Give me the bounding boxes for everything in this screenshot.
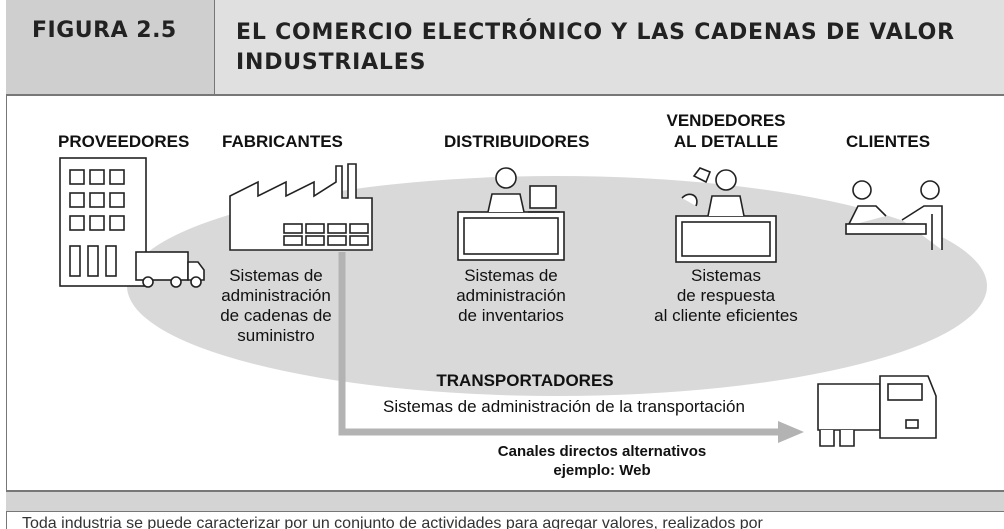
frame-left-border <box>6 0 7 529</box>
transport-arrow-head <box>778 421 804 443</box>
heading-clientes: CLIENTES <box>846 132 931 151</box>
customers-icon <box>845 180 943 250</box>
response-line-3: al cliente eficientes <box>654 306 798 325</box>
figure-label: FIGURA 2.5 <box>32 18 177 43</box>
channels-line-2: ejemplo: Web <box>553 462 651 479</box>
direct-channels-label: Canales directos alternativos ejemplo: W… <box>462 442 742 480</box>
building-icon <box>59 157 147 287</box>
inventory-line-3: de inventarios <box>458 306 564 325</box>
caption-divider-lower <box>6 511 1004 512</box>
heading-proveedores: PROVEEDORES <box>58 132 190 151</box>
heading-distribuidores: DISTRIBUIDORES <box>444 132 590 151</box>
heading-vendedores-line2: AL DETALLE <box>673 132 779 151</box>
inventory-line-2: administración <box>456 286 566 305</box>
supply-line-3: de cadenas de <box>220 306 332 325</box>
supply-line-1: Sistemas de <box>229 266 323 285</box>
heading-fabricantes: FABRICANTES <box>222 132 343 151</box>
supply-chain-systems-label: Sistemas de administración de cadenas de… <box>196 266 356 346</box>
heading-transportadores: TRANSPORTADORES <box>436 371 614 390</box>
figure-title-box <box>215 0 1004 94</box>
heading-vendedores: VENDEDORES AL DETALLE <box>656 110 796 152</box>
caption-strip <box>6 492 1004 512</box>
heading-vendedores-line1: VENDEDORES <box>666 111 786 130</box>
small-truck-icon <box>135 251 205 288</box>
response-line-1: Sistemas <box>691 266 761 285</box>
figure-label-box <box>6 0 215 94</box>
supply-line-2: administración <box>221 286 331 305</box>
header-divider <box>6 94 1004 96</box>
transport-systems-label: Sistemas de administración de la transpo… <box>383 397 745 416</box>
figure-title: EL COMERCIO ELECTRÓNICO Y LAS CADENAS DE… <box>236 20 955 75</box>
channels-line-1: Canales directos alternativos <box>497 443 707 460</box>
inventory-line-1: Sistemas de <box>464 266 558 285</box>
large-truck-icon <box>817 375 937 447</box>
distributor-desk-icon <box>457 167 565 261</box>
caption-divider <box>6 490 1004 492</box>
figure-caption: Toda industria se puede caracterizar por… <box>22 515 763 529</box>
supply-line-4: suministro <box>237 326 315 345</box>
response-line-2: de respuesta <box>676 286 776 305</box>
transport-arrow <box>338 252 782 436</box>
customer-response-systems-label: Sistemas de respuesta al cliente eficien… <box>636 266 816 326</box>
factory-icon <box>229 163 373 251</box>
retailer-counter-icon <box>675 167 777 263</box>
inventory-systems-label: Sistemas de administración de inventario… <box>436 266 586 326</box>
